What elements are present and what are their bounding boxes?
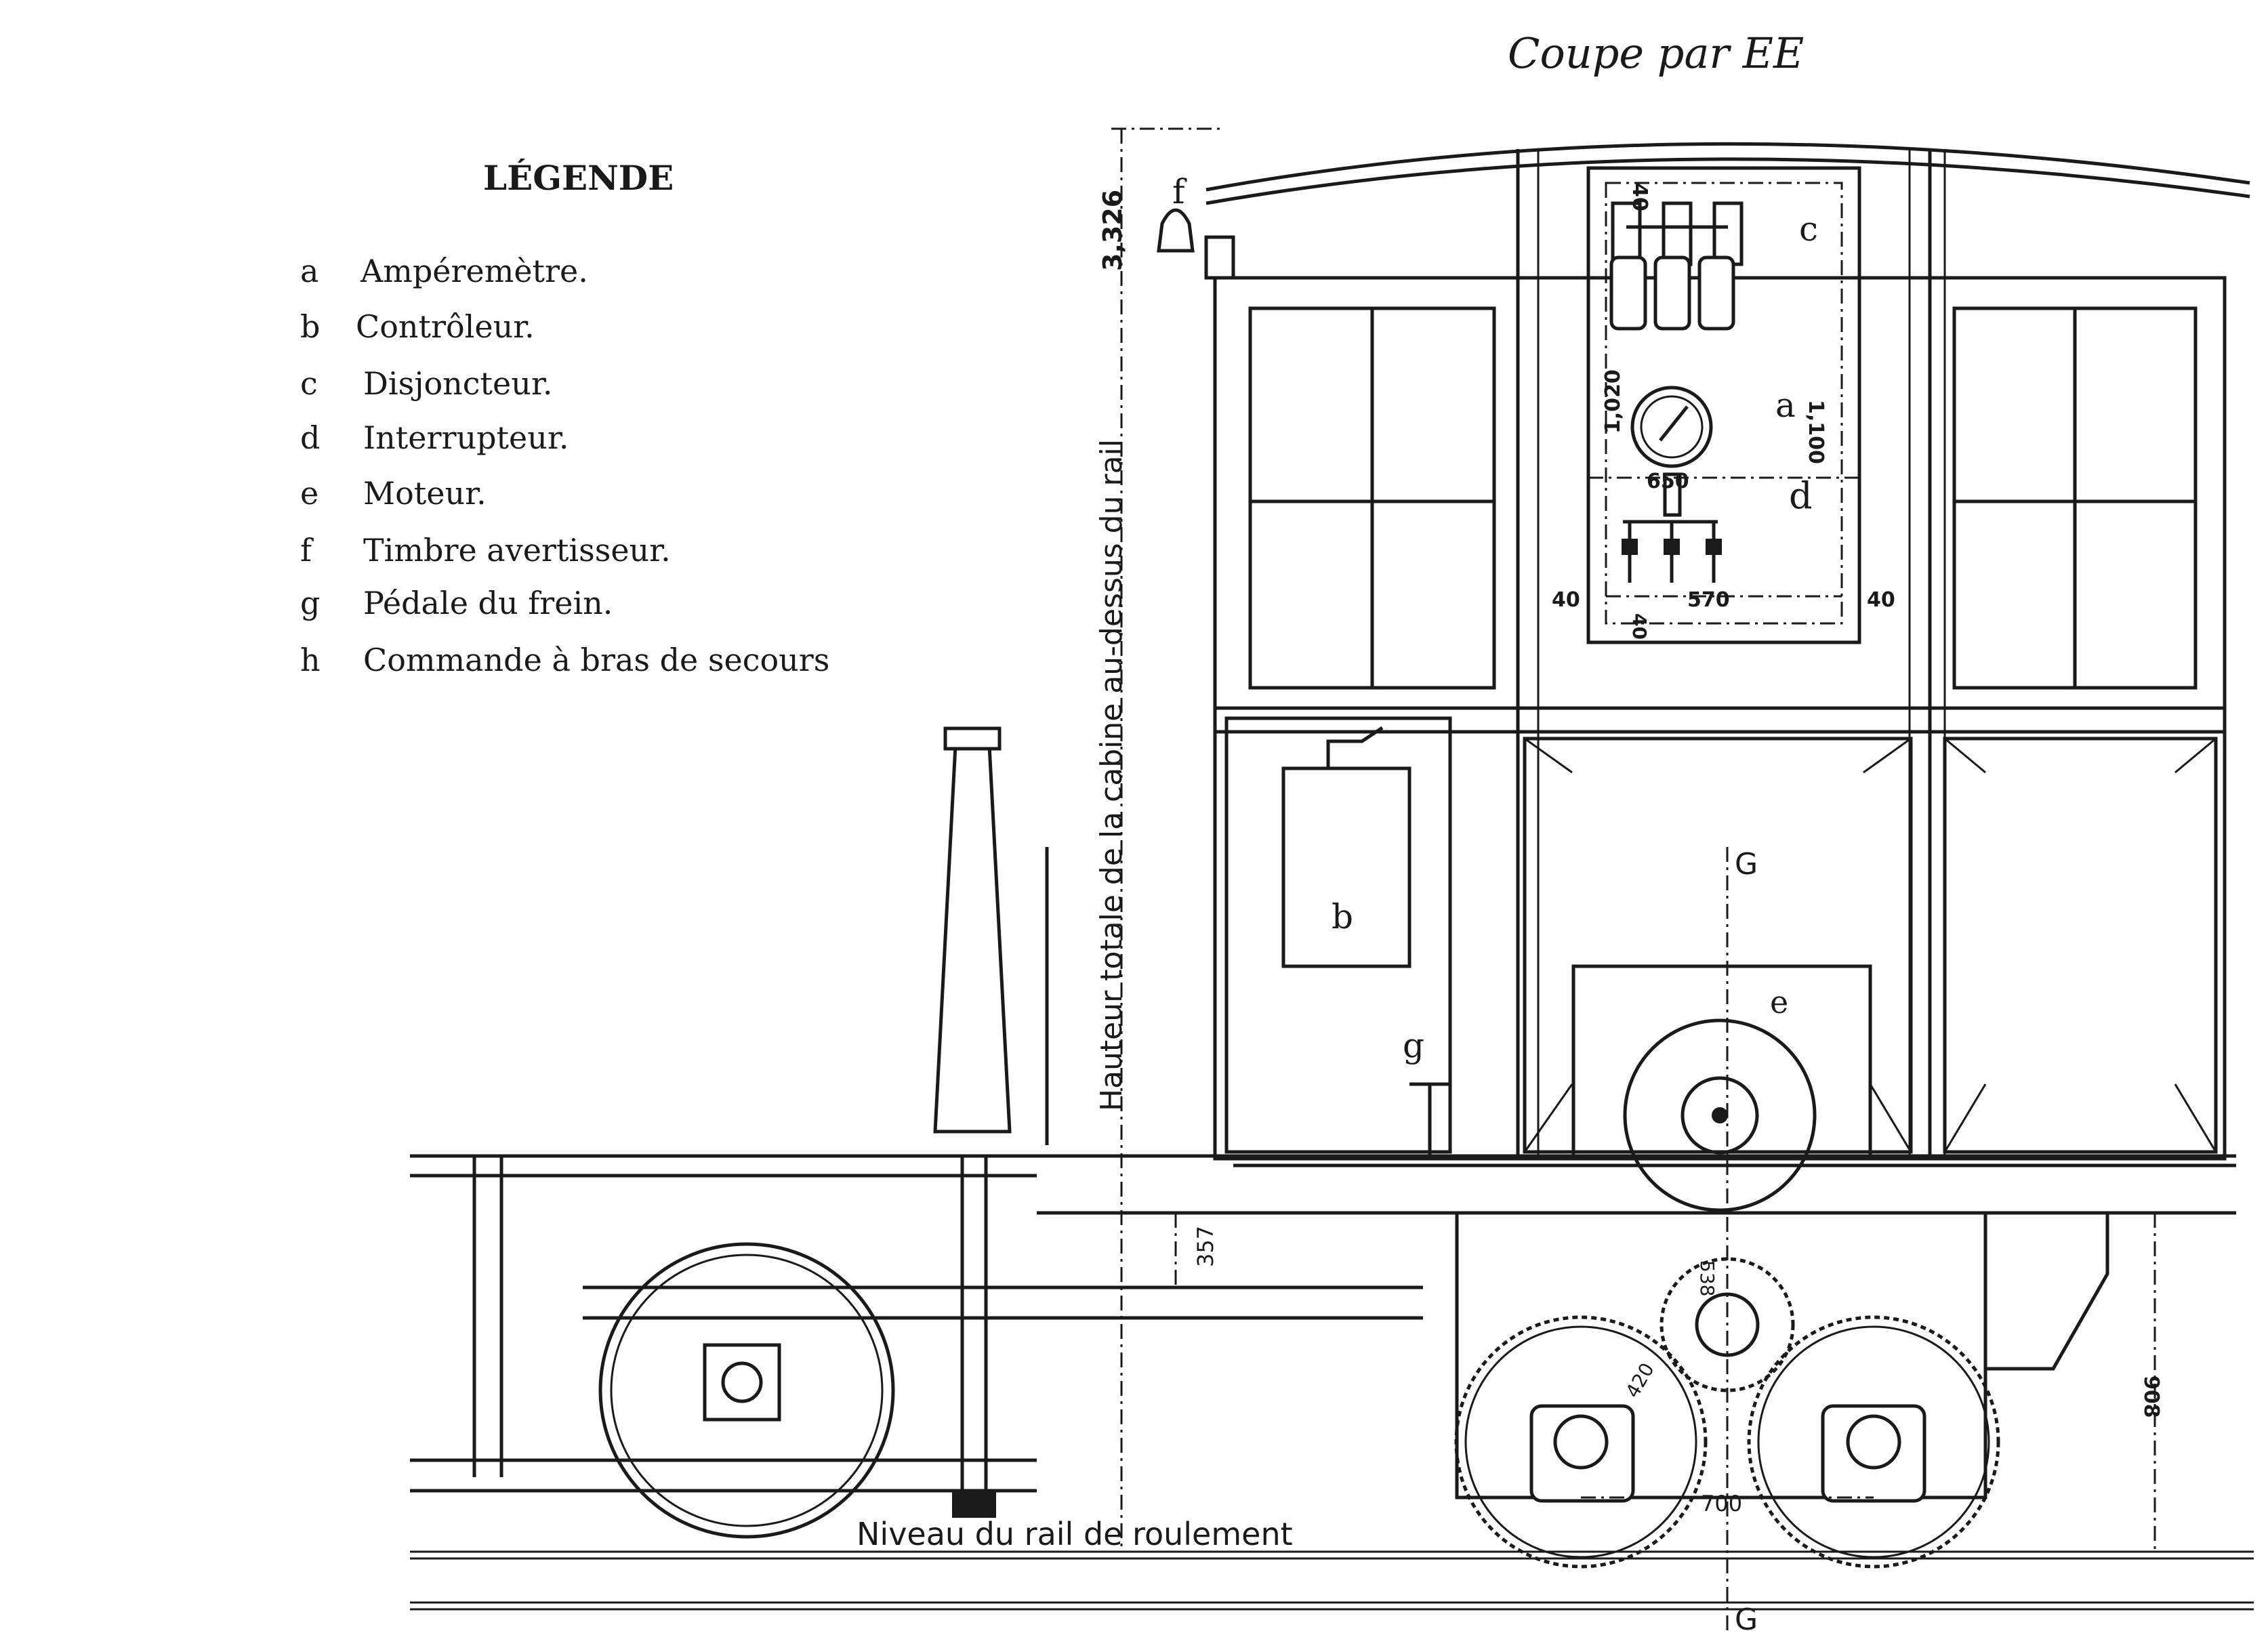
running-gear (598, 1242, 2000, 1569)
dim-gear: 420 (1621, 1359, 1658, 1402)
dim-pinion: 538 (1696, 1260, 1718, 1296)
dim-axle-spacing: 700 (1701, 1491, 1742, 1516)
dimensions: 40 1,020 1,100 650 570 40 40 40 357 538 … (1174, 183, 2163, 1552)
control-panel (1586, 166, 1861, 644)
height-dimension: Hauteur totale de la cabine au-dessus du… (1094, 127, 1220, 1552)
right-window (1952, 306, 2198, 690)
bell-icon (1157, 208, 1195, 253)
dim-frame-height: 357 (1193, 1226, 1218, 1267)
legend-key-e: e (300, 475, 318, 512)
dim-panel-bottom: 40 (1628, 613, 1651, 640)
label-a: a (1775, 386, 1796, 425)
dim-panel-inner: 570 (1687, 588, 1730, 612)
left-gear (1454, 1315, 1708, 1569)
frame (410, 726, 2236, 1518)
controller (1281, 766, 1411, 968)
dim-panel-right: 40 (1867, 588, 1895, 612)
legend-key-g: g (300, 585, 320, 621)
dim-panel-total: 1,100 (1804, 400, 1828, 464)
cabin-roof (1205, 142, 2250, 192)
legend-label-a: Ampéremètre. (360, 253, 588, 289)
legend-key-h: h (300, 642, 321, 678)
label-d: d (1789, 474, 1813, 517)
legend-key-b: b (300, 308, 320, 345)
switch (1622, 472, 1722, 583)
legend-key-a: a (300, 253, 318, 289)
legend-label-d: Interrupteur. (363, 419, 569, 456)
circuit-breaker (1609, 201, 1744, 331)
label-g: g (1403, 1026, 1424, 1065)
dim-panel-height: 1,020 (1601, 369, 1625, 434)
height-value: 3,326 (1098, 190, 1128, 271)
section-title: Coupe par EE (1508, 28, 1804, 78)
road-wheel (598, 1242, 895, 1539)
column (933, 743, 1012, 1134)
ammeter (1630, 386, 1713, 468)
legend-key-f: f (300, 532, 314, 569)
legend: LÉGENDE a Ampéremètre. b Contrôleur. c D… (300, 158, 829, 678)
label-f: f (1172, 172, 1187, 211)
legend-label-e: Moteur. (363, 475, 487, 512)
legend-key-d: d (300, 419, 320, 456)
dim-panel-width: 650 (1647, 470, 1689, 493)
dim-panel-left: 40 (1552, 588, 1580, 612)
section-mark-bottom: G (1735, 1603, 1758, 1633)
dim-frame-to-rail: 908 (2139, 1376, 2163, 1418)
section-mark-top: G (1735, 847, 1758, 882)
label-b: b (1332, 897, 1353, 936)
legend-title: LÉGENDE (483, 158, 674, 198)
height-label: Hauteur totale de la cabine au-dessus du… (1094, 439, 1129, 1111)
legend-label-b: Contrôleur. (356, 308, 535, 345)
legend-label-h: Commande à bras de secours (363, 642, 829, 678)
label-c: c (1799, 209, 1818, 249)
dim-panel-top: 40 (1628, 183, 1651, 211)
label-e: e (1770, 984, 1788, 1020)
legend-key-c: c (300, 365, 318, 402)
left-window (1248, 306, 1496, 690)
right-gear (1747, 1315, 2000, 1569)
cabin (1157, 142, 2250, 1161)
legend-label-c: Disjoncteur. (363, 365, 552, 402)
rail: Niveau du rail de roulement (410, 1516, 2254, 1611)
pinion (1659, 1257, 1795, 1392)
rail-label: Niveau du rail de roulement (857, 1516, 1293, 1552)
motor (1571, 964, 1872, 1212)
legend-label-g: Pédale du frein. (363, 585, 613, 621)
legend-label-f: Timbre avertisseur. (363, 532, 671, 569)
